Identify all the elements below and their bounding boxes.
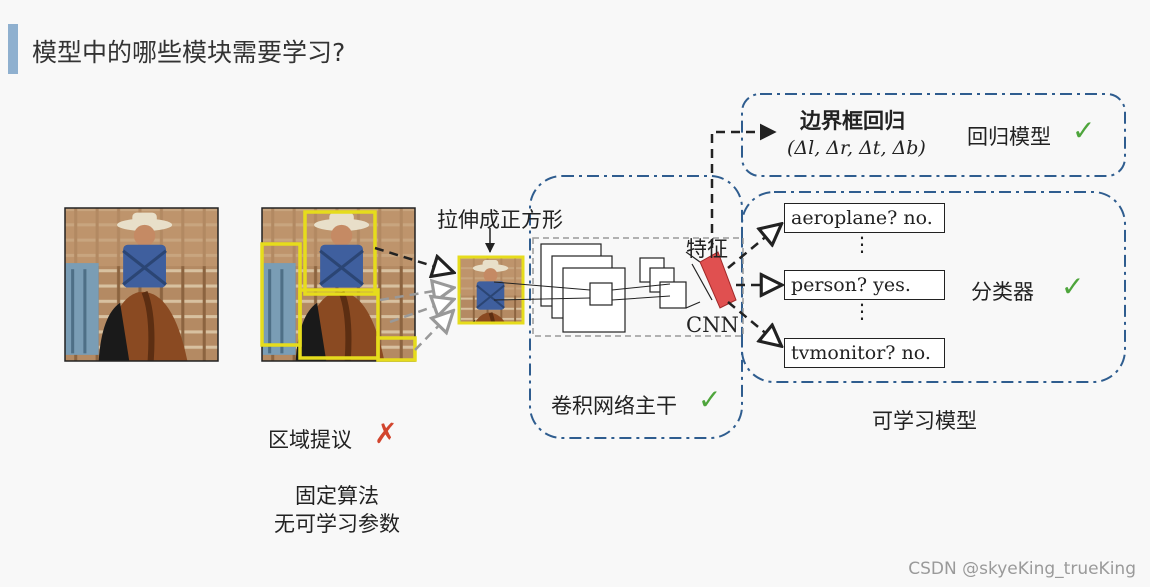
page-title: 模型中的哪些模块需要学习?: [32, 38, 346, 67]
stretch-label: 拉伸成正方形: [437, 208, 563, 232]
watermark: CSDN @skyeKing_trueKing: [908, 559, 1136, 579]
input-image: [64, 207, 219, 362]
bbox-formula: (Δl, Δr, Δt, Δb): [787, 137, 926, 159]
fixed-algorithm-line2: 无可学习参数: [274, 512, 400, 536]
cnn-block: [493, 237, 744, 337]
classifier-label: 分类器: [971, 280, 1034, 304]
ellipsis-vertical-icon: ⋮: [852, 232, 872, 256]
class-box-tvmonitor: tvmonitor? no.: [784, 338, 945, 368]
fixed-algorithm-line1: 固定算法: [295, 484, 379, 508]
regression-arrow: [710, 123, 777, 248]
proposal-box: [298, 288, 380, 360]
regression-model-label: 回归模型: [967, 125, 1051, 149]
proposal-arrows: [374, 246, 452, 351]
region-proposal-label: 区域提议: [268, 428, 352, 452]
warped-crop: [457, 255, 525, 325]
proposal-box: [303, 210, 377, 296]
feature-vector: [699, 251, 737, 309]
classifier-arrows: [727, 225, 780, 345]
feature-label: 特征: [686, 237, 728, 261]
learnable-label: 可学习模型: [872, 409, 977, 433]
title-accent-bar: [8, 24, 18, 74]
bbox-regression-label: 边界框回归: [800, 109, 905, 133]
backbone-region: [529, 175, 743, 439]
fixed-algorithm-label: 固定算法 无可学习参数: [262, 482, 412, 538]
ellipsis-vertical-icon: ⋮: [852, 299, 872, 323]
cnn-label: CNN: [686, 313, 739, 337]
backbone-label: 卷积网络主干: [551, 394, 677, 418]
region-proposal-boxes: [260, 210, 417, 362]
classifier-check-icon: ✓: [1061, 270, 1085, 303]
backbone-check-icon: ✓: [698, 383, 722, 416]
regression-check-icon: ✓: [1072, 114, 1096, 147]
class-box-person: person? yes.: [784, 270, 945, 300]
class-box-aeroplane: aeroplane? no.: [784, 203, 945, 233]
proposal-image: [260, 207, 417, 362]
cross-icon: ✗: [374, 417, 398, 450]
classifier-region: [741, 191, 1126, 383]
